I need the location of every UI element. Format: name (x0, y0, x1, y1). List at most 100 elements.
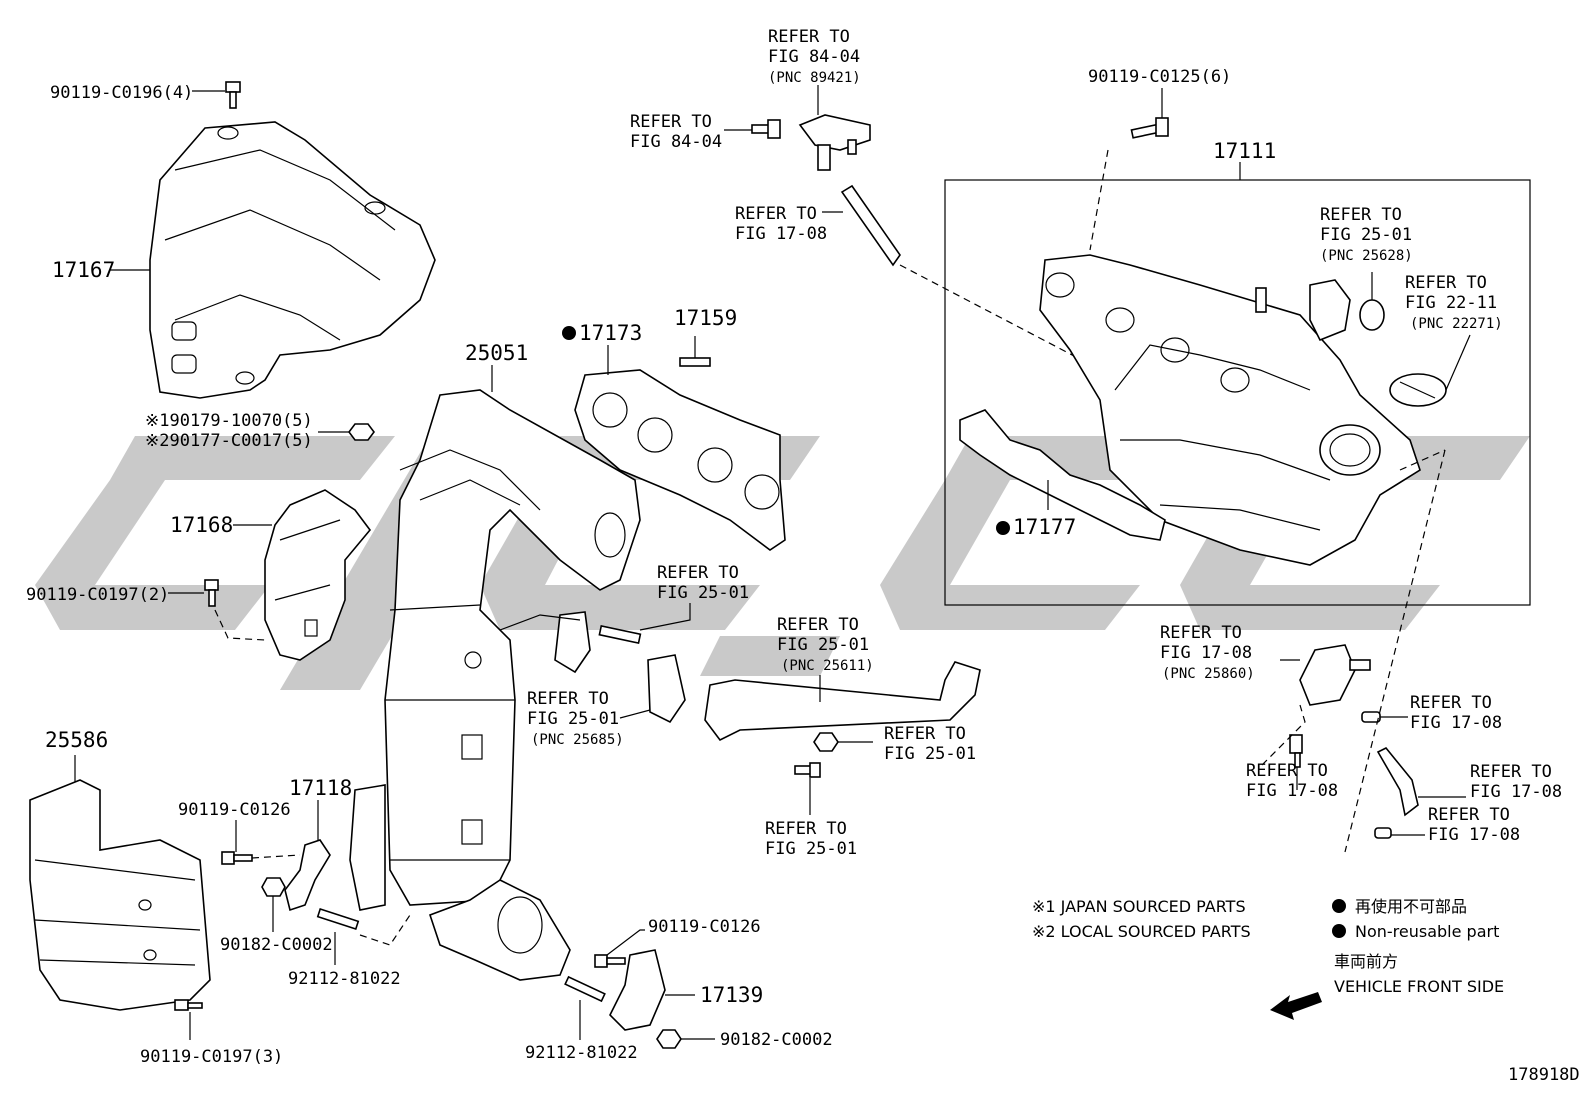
vehicle-front-en: VEHICLE FRONT SIDE (1334, 977, 1504, 996)
part-label[interactable]: 17111 (1213, 139, 1276, 163)
part-label[interactable]: 25586 (45, 728, 108, 752)
reference-label[interactable]: (PNC 89421) (768, 70, 861, 86)
reference-label[interactable]: REFER TO (884, 724, 966, 744)
part-label[interactable]: 17177 (1013, 515, 1076, 539)
legend: ※1 JAPAN SOURCED PARTS ※2 LOCAL SOURCED … (1032, 897, 1504, 1020)
part-label[interactable]: 90119-C0125(6) (1088, 67, 1231, 87)
stud-bolt-icon[interactable] (564, 975, 606, 1003)
reference-label[interactable]: REFER TO (1470, 762, 1552, 782)
reference-label[interactable]: REFER TO (765, 819, 847, 839)
bolt-icon[interactable] (174, 999, 203, 1011)
part-label[interactable]: 90119-C0126 (648, 917, 761, 937)
nut-icon[interactable] (348, 423, 375, 441)
reference-label[interactable]: REFER TO (1428, 805, 1510, 825)
reference-label[interactable]: REFER TO (527, 689, 609, 709)
bolt-icon[interactable] (1130, 117, 1169, 139)
part-label[interactable]: 17173 (579, 321, 642, 345)
reference-label[interactable]: (PNC 22271) (1410, 316, 1503, 332)
reference-label[interactable]: FIG 17-08 (1246, 781, 1338, 801)
part-label[interactable]: 92112-81022 (525, 1043, 638, 1063)
reference-label[interactable]: REFER TO (777, 615, 859, 635)
part-label[interactable]: 90182-C0002 (720, 1030, 833, 1050)
reference-label[interactable]: FIG 84-04 (630, 132, 722, 152)
bolt-icon[interactable] (221, 851, 253, 865)
reference-label[interactable]: REFER TO (1160, 623, 1242, 643)
vsv-valve-icon[interactable] (1299, 644, 1371, 706)
intake-manifold[interactable] (1039, 254, 1421, 566)
reference-label[interactable]: FIG 17-08 (735, 224, 827, 244)
part-label[interactable]: 17167 (52, 258, 115, 282)
stud-bolt-icon[interactable] (679, 357, 711, 367)
heat-insulator-lower[interactable] (264, 489, 372, 661)
reference-label[interactable]: FIG 84-04 (768, 47, 860, 67)
figure-id: 178918D (1508, 1065, 1580, 1085)
exhaust-stud-icon[interactable] (598, 624, 642, 644)
part-label[interactable]: ※190179-10070(5) (145, 411, 313, 431)
reference-label[interactable]: (PNC 25628) (1320, 248, 1413, 264)
reference-label[interactable]: REFER TO (657, 563, 739, 583)
nut-icon[interactable] (813, 732, 839, 752)
stud-bolt-icon[interactable] (316, 908, 360, 930)
part-label[interactable]: 90182-C0002 (220, 935, 333, 955)
vehicle-front-jp: 車両前方 (1334, 952, 1398, 971)
oxygen-sensor-icon[interactable] (798, 114, 871, 171)
part-label[interactable]: 92112-81022 (288, 969, 401, 989)
reference-label[interactable]: REFER TO (630, 112, 712, 132)
bolt-icon[interactable] (225, 81, 241, 109)
reference-label[interactable]: FIG 17-08 (1428, 825, 1520, 845)
bolt-icon[interactable] (594, 954, 626, 968)
exhaust-manifold-converter[interactable] (349, 389, 641, 981)
reference-label[interactable]: REFER TO (1320, 205, 1402, 225)
part-label[interactable]: 90119-C0197(3) (140, 1047, 283, 1067)
reference-label[interactable]: REFER TO (1405, 273, 1487, 293)
bolt-icon[interactable] (794, 762, 821, 778)
reference-label[interactable]: (PNC 25685) (531, 732, 624, 748)
hose-clip-icon[interactable] (1374, 827, 1392, 839)
vacuum-hose[interactable] (840, 184, 901, 267)
reference-label[interactable]: FIG 25-01 (765, 839, 857, 859)
exhaust-pipe-gasket[interactable] (554, 611, 686, 724)
exhaust-manifold-gasket[interactable] (574, 369, 786, 551)
reference-label[interactable]: REFER TO (1410, 693, 1492, 713)
nut-icon[interactable] (261, 877, 286, 897)
o-ring-icon[interactable] (1359, 299, 1385, 331)
reference-label[interactable]: FIG 25-01 (527, 709, 619, 729)
non-reusable-marker-icon (1332, 899, 1346, 913)
reference-label[interactable]: FIG 25-01 (1320, 225, 1412, 245)
nut-icon[interactable] (656, 1029, 682, 1049)
reference-label[interactable]: FIG 22-11 (1405, 293, 1497, 313)
reference-label[interactable]: REFER TO (768, 27, 850, 47)
throttle-gasket-icon[interactable] (1389, 373, 1447, 407)
legend-japan-sourced: ※1 JAPAN SOURCED PARTS (1032, 897, 1246, 916)
part-label[interactable]: 90119-C0197(2) (26, 585, 169, 605)
reference-label[interactable]: REFER TO (1246, 761, 1328, 781)
reference-label[interactable]: FIG 17-08 (1470, 782, 1562, 802)
part-label[interactable]: 17159 (674, 306, 737, 330)
intake-manifold-assembly-box (944, 179, 1531, 606)
part-label[interactable]: 17118 (289, 776, 352, 800)
vacuum-hose-icon[interactable] (1376, 746, 1419, 817)
heat-insulator-upper[interactable] (149, 121, 436, 399)
manifold-stay-bracket-right[interactable] (609, 949, 666, 1031)
reference-label[interactable]: FIG 25-01 (884, 744, 976, 764)
egr-pipe[interactable] (499, 614, 981, 742)
reference-label[interactable]: FIG 25-01 (657, 583, 749, 603)
part-label[interactable]: ※290177-C0017(5) (145, 431, 313, 451)
reference-label[interactable]: (PNC 25860) (1162, 666, 1255, 682)
part-label[interactable]: 17168 (170, 513, 233, 537)
reference-label[interactable]: FIG 17-08 (1160, 643, 1252, 663)
part-label[interactable]: 90119-C0126 (178, 800, 291, 820)
part-label[interactable]: 17139 (700, 983, 763, 1007)
manifold-stay-bracket-left[interactable] (284, 839, 331, 912)
bolt-icon[interactable] (204, 579, 219, 607)
reference-label[interactable]: (PNC 25611) (781, 658, 874, 674)
exhaust-under-cover[interactable] (29, 779, 211, 1011)
part-label[interactable]: 25051 (465, 341, 528, 365)
reference-label[interactable]: REFER TO (735, 204, 817, 224)
reference-label[interactable]: FIG 17-08 (1410, 713, 1502, 733)
bolt-icon[interactable] (751, 119, 781, 139)
part-label[interactable]: 90119-C0196(4) (50, 83, 193, 103)
intake-manifold-gasket[interactable] (959, 409, 1166, 541)
reference-label[interactable]: FIG 25-01 (777, 635, 869, 655)
